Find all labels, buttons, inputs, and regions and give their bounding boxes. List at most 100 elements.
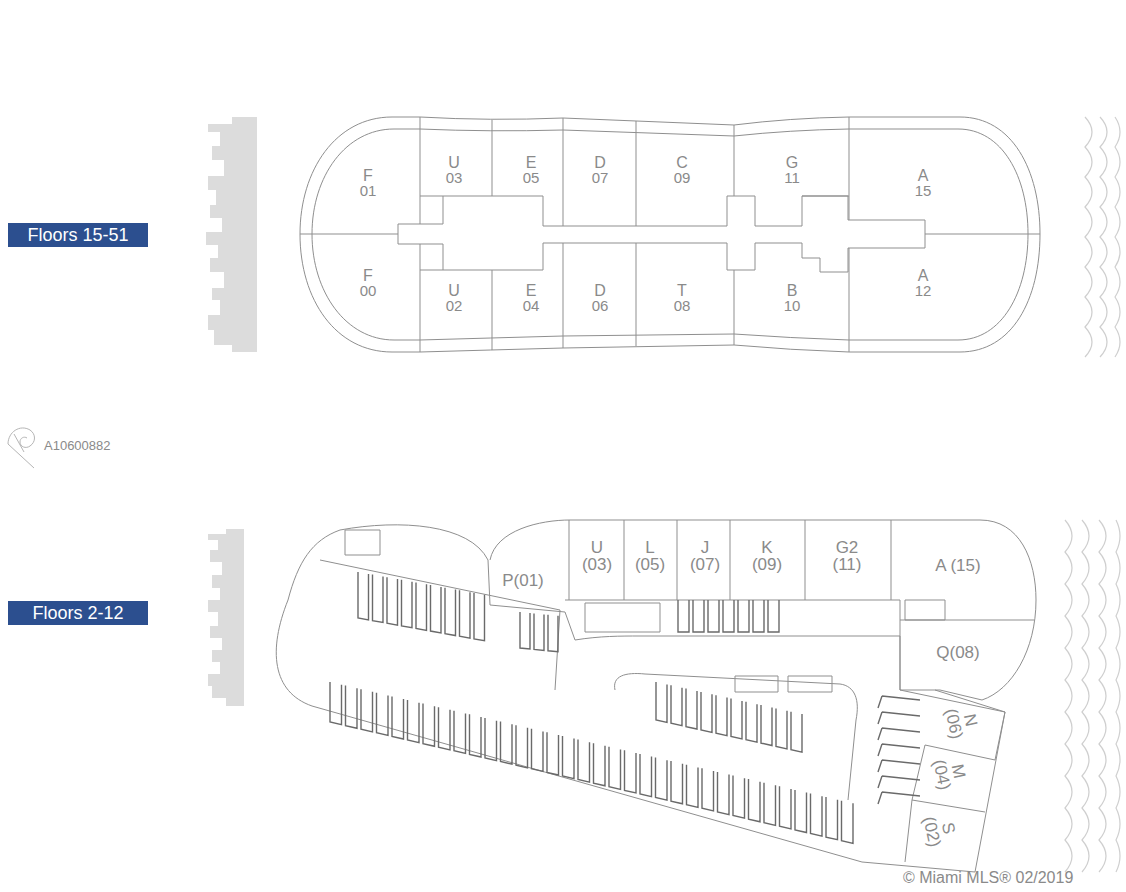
parking-stall xyxy=(358,572,369,620)
unit-label-box: U(03) xyxy=(579,537,615,575)
unit-number: 03 xyxy=(443,170,466,185)
unit-label-box: C09 xyxy=(671,153,694,187)
parking-stall xyxy=(733,775,745,818)
parking-stall xyxy=(708,600,719,632)
parking-stall xyxy=(878,776,920,788)
unit-label-box: S(02) xyxy=(918,808,963,851)
unit-label-box: N(06) xyxy=(940,700,985,743)
unit-number: (05) xyxy=(632,556,668,573)
parking-stall xyxy=(594,743,606,786)
unit-number: 12 xyxy=(912,283,935,298)
parking-stall xyxy=(746,702,757,742)
unit-label-box: F00 xyxy=(357,266,380,300)
unit-label-box: T08 xyxy=(671,281,694,315)
parking-stall xyxy=(811,793,823,836)
parking-stall xyxy=(826,797,838,840)
parking-stall xyxy=(671,761,683,804)
unit-label-box: A15 xyxy=(912,166,935,200)
parking-stall xyxy=(723,600,734,632)
listing-id: A10600882 xyxy=(44,438,111,453)
unit-letter: E xyxy=(520,283,543,298)
unit-letter: D xyxy=(589,155,612,170)
parking-stall xyxy=(731,699,742,739)
parking-stall xyxy=(702,768,714,811)
unit-letter: P(01) xyxy=(499,572,547,589)
unit-letter: B xyxy=(781,283,804,298)
parking-stall xyxy=(578,740,590,783)
parking-stall xyxy=(439,707,451,750)
parking-stall xyxy=(392,696,404,739)
unit-number: 10 xyxy=(781,298,804,313)
unit-label-box: E05 xyxy=(520,153,543,187)
unit-number: 05 xyxy=(520,170,543,185)
parking-stall xyxy=(387,577,398,625)
parking-stall xyxy=(718,772,730,815)
parking-stall xyxy=(656,758,668,801)
parking-stall xyxy=(780,786,792,829)
unit-letter: G2 xyxy=(830,539,865,556)
floor-range-band: Floors 15-51 xyxy=(8,223,148,247)
unit-label-box: J(07) xyxy=(687,537,723,575)
floor-range-band: Floors 2-12 xyxy=(8,601,148,625)
parking-stall xyxy=(768,600,779,632)
parking-stall xyxy=(408,700,420,743)
unit-number: 00 xyxy=(357,283,380,298)
parking-stall xyxy=(687,765,699,808)
unit-letter: A xyxy=(912,168,935,183)
ocean-waves xyxy=(1065,117,1120,872)
unit-label-box: M(04) xyxy=(928,751,973,794)
unit-label-box: D07 xyxy=(589,153,612,187)
parking-stall xyxy=(534,613,544,650)
parking-stall xyxy=(346,686,358,729)
parking-stall xyxy=(878,712,920,724)
unit-number: 06 xyxy=(589,298,612,313)
unit-number: 04 xyxy=(520,298,543,313)
parking-stall xyxy=(361,689,373,732)
parking-stall xyxy=(842,801,854,844)
unit-number: 01 xyxy=(357,183,380,198)
unit-letter: K xyxy=(749,539,785,556)
unit-letter: D xyxy=(589,283,612,298)
parking-stall xyxy=(753,600,764,632)
unit-label-box: B10 xyxy=(781,281,804,315)
parking-stall xyxy=(330,682,342,725)
unit-label-box: G11 xyxy=(781,153,803,187)
parking-stall xyxy=(532,729,544,772)
parking-stall xyxy=(761,705,772,745)
unit-letter: J xyxy=(687,539,723,556)
unit-letter: U xyxy=(443,155,466,170)
parking-stall xyxy=(878,744,920,756)
parking-stall xyxy=(640,754,652,797)
parking-stall xyxy=(547,732,559,775)
unit-number: (02) xyxy=(920,812,944,851)
copyright-watermark: © Miami MLS® 02/2019 xyxy=(903,869,1073,887)
parking-stall xyxy=(656,682,667,722)
unit-number: 02 xyxy=(443,298,466,313)
mls-logo-icon xyxy=(8,428,35,468)
unit-number: 09 xyxy=(671,170,694,185)
parking-stall xyxy=(563,736,575,779)
parking-stall xyxy=(671,685,682,725)
unit-number: 11 xyxy=(781,170,803,185)
parking-stall xyxy=(416,582,427,630)
skyline-symbol xyxy=(206,117,257,706)
upper-floor-outline xyxy=(300,117,1040,352)
unit-number: (07) xyxy=(687,556,723,573)
unit-letter: Floors 15-51 xyxy=(8,223,148,247)
parking-stall xyxy=(474,593,485,641)
unit-label-box: L(05) xyxy=(632,537,668,575)
parking-stall xyxy=(716,695,727,735)
unit-letter: U xyxy=(443,283,466,298)
unit-number: (09) xyxy=(749,556,785,573)
parking-stall xyxy=(686,689,697,729)
parking-stalls xyxy=(330,572,920,843)
parking-stall xyxy=(501,722,513,765)
parking-stall xyxy=(878,696,920,708)
lower-floor-outline xyxy=(276,520,1036,872)
unit-letter: E xyxy=(520,155,543,170)
parking-stall xyxy=(454,711,466,754)
unit-number: 15 xyxy=(912,183,935,198)
parking-stall xyxy=(878,760,920,772)
unit-label-box: Q(08) xyxy=(933,642,982,663)
